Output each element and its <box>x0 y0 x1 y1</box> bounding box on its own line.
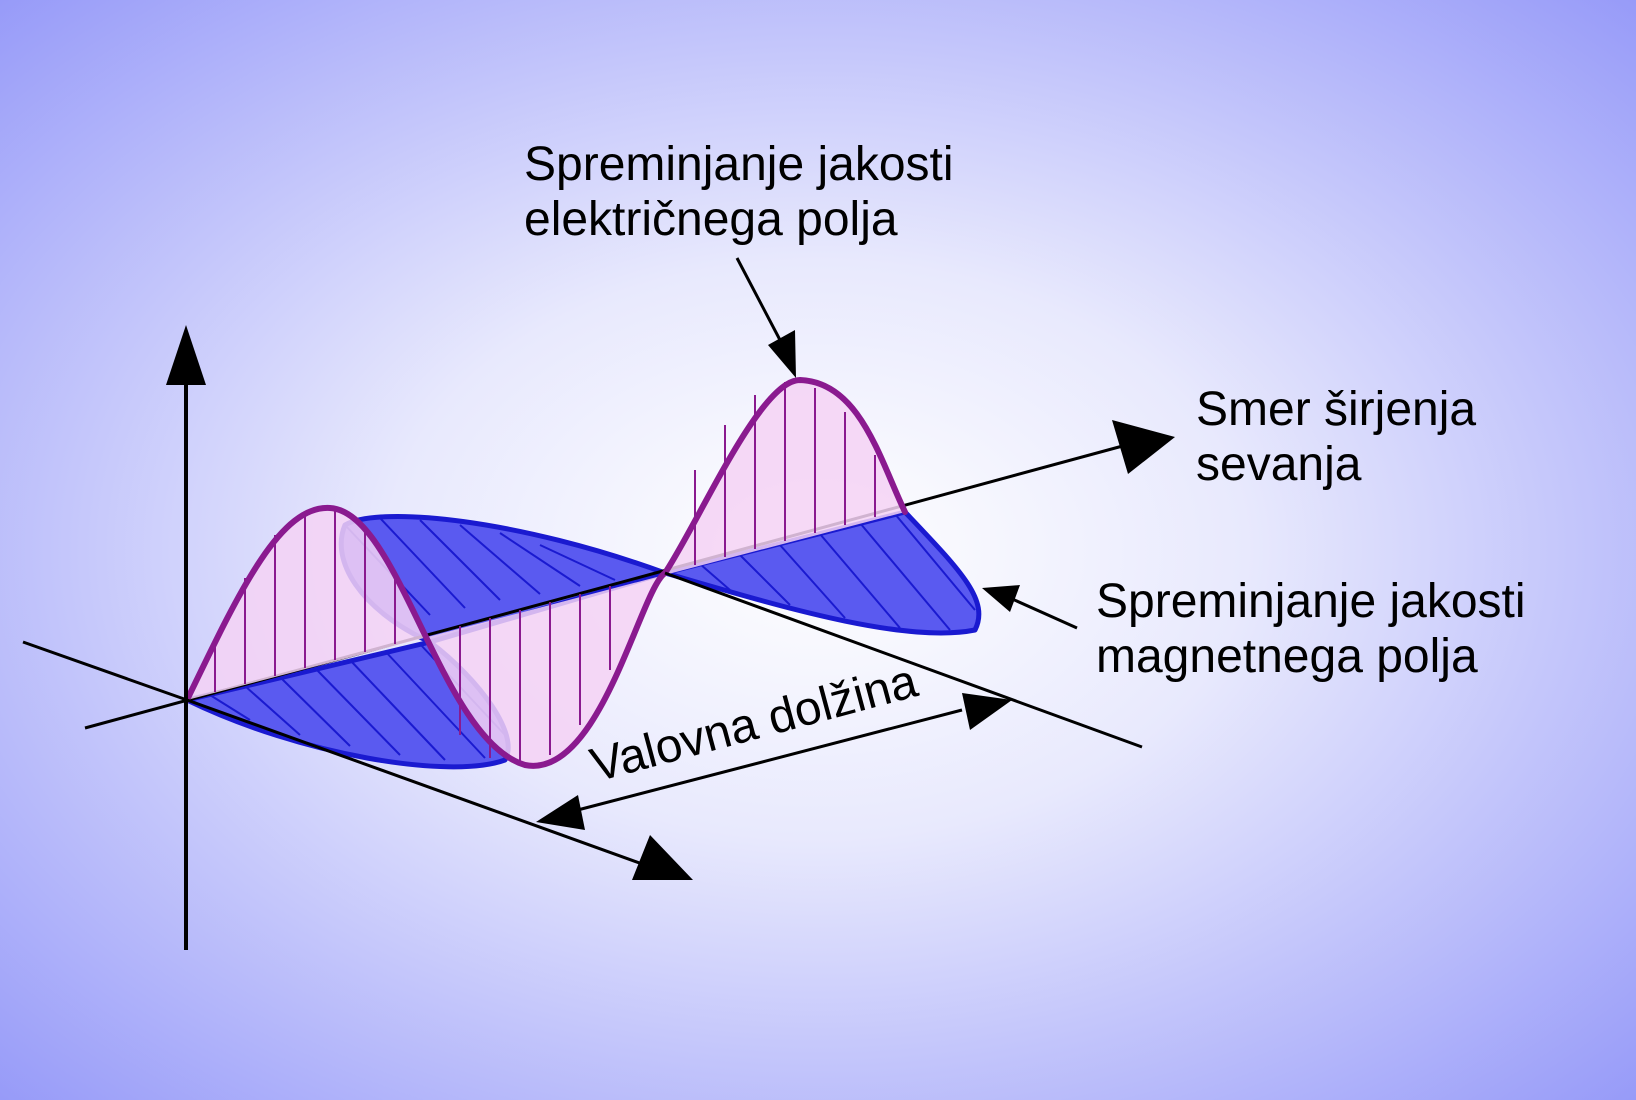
direction-label-line1: Smer širjenja <box>1196 383 1476 436</box>
electric-label-line1: Spreminjanje jakosti <box>524 138 954 191</box>
horizontal-axis-back <box>22 640 188 702</box>
magnetic-lobe-3-hatching <box>699 513 976 631</box>
wavelength-dimension-line <box>569 708 963 814</box>
propagation-arrowhead <box>1112 420 1175 474</box>
depth-axis <box>186 698 646 867</box>
electric-pointer-arrowhead <box>768 330 796 378</box>
depth-arrowhead <box>632 835 693 880</box>
electric-pointer-line <box>735 257 782 341</box>
wavelength-arrowhead-left <box>536 795 585 830</box>
electric-wave-curve <box>184 377 908 769</box>
horizontal-axis-front <box>664 571 1143 749</box>
magnetic-lobe-3 <box>662 509 982 636</box>
magnetic-pointer-arrowhead <box>982 585 1020 612</box>
vertical-arrowhead <box>166 325 206 385</box>
electric-label-line2: električnega polja <box>524 193 898 246</box>
magnetic-label-line2: magnetnega polja <box>1096 630 1478 683</box>
magnetic-pointer-line <box>1009 596 1078 630</box>
wavelength-arrowhead-right <box>962 693 1012 730</box>
magnetic-label-line1: Spreminjanje jakosti <box>1096 575 1526 628</box>
direction-label-line2: sevanja <box>1196 438 1362 491</box>
electric-wave-hatching <box>214 382 876 765</box>
